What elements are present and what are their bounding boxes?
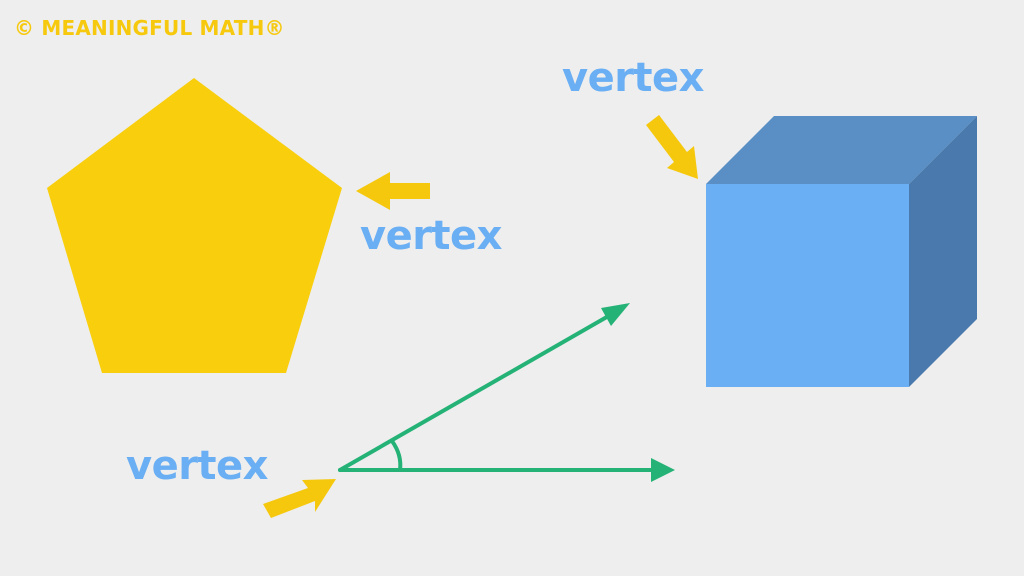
pentagon-vertex-arrow — [356, 172, 430, 210]
angle-arc — [390, 439, 403, 472]
cube-side-face — [909, 116, 977, 387]
angle-vertex-arrow — [263, 479, 336, 518]
cube-top-face — [706, 116, 977, 184]
cube-vertex-label: vertex — [562, 55, 704, 101]
cube-front-face — [706, 184, 909, 387]
pentagon-vertex-label: vertex — [360, 213, 502, 259]
angle-shape — [338, 312, 657, 472]
angle-ray-upper — [338, 312, 614, 472]
copyright-text: © MEANINGFUL MATH® — [14, 16, 285, 40]
pentagon-shape — [47, 78, 342, 373]
angle-ray-horizontal-arrowhead — [651, 458, 675, 482]
cube-vertex-arrow — [646, 115, 698, 179]
cube-shape — [706, 116, 977, 387]
angle-vertex-label: vertex — [126, 443, 268, 489]
angle-ray-upper-arrowhead — [601, 303, 630, 326]
